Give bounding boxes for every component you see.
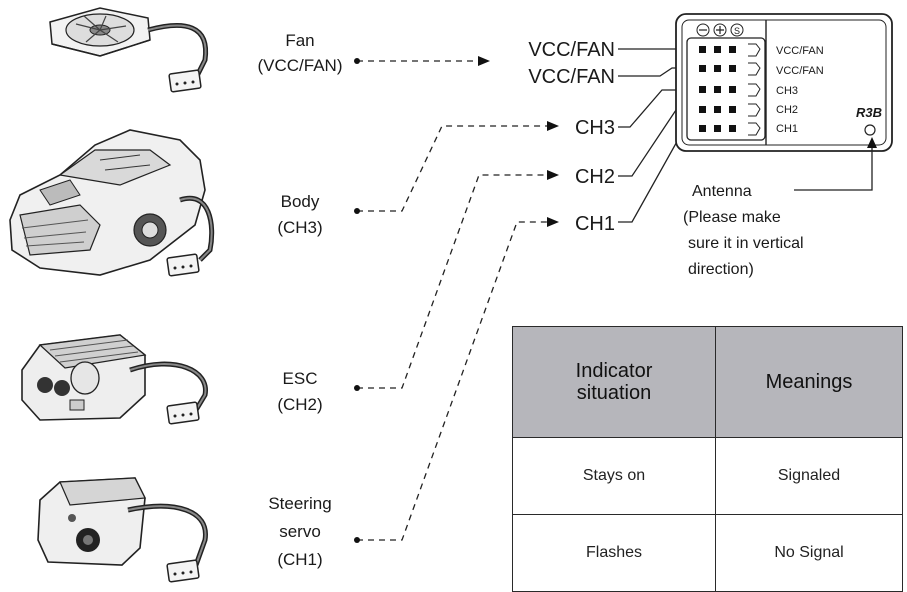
receiver-channel-labels: VCC/FAN VCC/FAN CH3 CH2 CH1 [776,45,824,135]
indicator-table-header-row: Indicator situation Meanings [512,326,903,438]
antenna-port-icon [864,124,876,136]
body-connector-line [357,125,548,212]
esc-icon [21,334,208,425]
indicator-table: Indicator situation Meanings Stays on Si… [512,326,903,592]
body-label-line-2: (CH3) [277,218,322,237]
indicator-cell: Flashes [512,514,716,592]
polarity-symbols: ⊖ ⊕ S [696,23,744,37]
receiver-pins [699,46,736,132]
device-labels: Fan (VCC/FAN) Body (CH3) ESC (CH2) Steer… [258,31,343,569]
antenna-label-line-1: Antenna [692,183,752,200]
antenna-label-line-2: (Please make [683,209,781,226]
antenna-callout: Antenna (Please make sure it in vertical… [683,137,877,278]
rx-channel-label-5: CH1 [776,123,798,135]
receiver-model-label: R3B [856,105,882,120]
table-row: Stays on Signaled [512,437,903,515]
antenna-arrowhead [867,137,877,148]
esc-label-line-1: ESC [283,369,318,388]
meaning-cell: No Signal [715,514,903,592]
connector-arrowheads [478,56,559,227]
port-label-ch3: CH3 [575,117,615,139]
car-body-icon [9,129,215,277]
servo-label-line-1: Steering [268,494,331,513]
antenna-label-line-4: direction) [688,261,754,278]
receiver: ⊖ ⊕ S VCC/FAN VCC/FAN CH3 CH2 [675,13,893,152]
servo-connector-line [357,221,548,541]
port-label-ch2: CH2 [575,166,615,188]
rx-channel-label-3: CH3 [776,85,798,97]
header-meanings: Meanings [715,326,903,438]
table-row: Flashes No Signal [512,514,903,592]
port-label-ch1: CH1 [575,213,615,235]
receiver-inner-case [681,19,887,146]
port-labels: VCC/FAN VCC/FAN CH3 CH2 CH1 [528,39,615,235]
rx-channel-label-4: CH2 [776,104,798,116]
port-label-vccfan-1: VCC/FAN [528,39,615,61]
polarity-signal-symbol: S [734,26,740,36]
servo-label-line-3: (CH1) [277,550,322,569]
indicator-cell: Stays on [512,437,716,515]
esc-label-line-2: (CH2) [277,395,322,414]
port-label-vccfan-2: VCC/FAN [528,66,615,88]
rx-channel-label-1: VCC/FAN [776,45,824,57]
servo-label-line-2: servo [279,522,321,541]
receiver-pin-header [686,37,766,141]
meaning-cell: Signaled [715,437,903,515]
receiver-right-brackets [748,43,761,136]
connector-dots [354,58,360,543]
rx-channel-label-2: VCC/FAN [776,65,824,77]
fan-icon [49,7,209,93]
header-indicator-situation: Indicator situation [512,326,716,438]
esc-connector-line [357,174,548,389]
connector-lines [357,60,548,541]
body-label-line-1: Body [281,192,320,211]
fan-label-line-2: (VCC/FAN) [258,56,343,75]
antenna-label-line-3: sure it in vertical [688,235,804,252]
servo-icon [37,477,208,583]
fan-label-line-1: Fan [285,31,314,50]
